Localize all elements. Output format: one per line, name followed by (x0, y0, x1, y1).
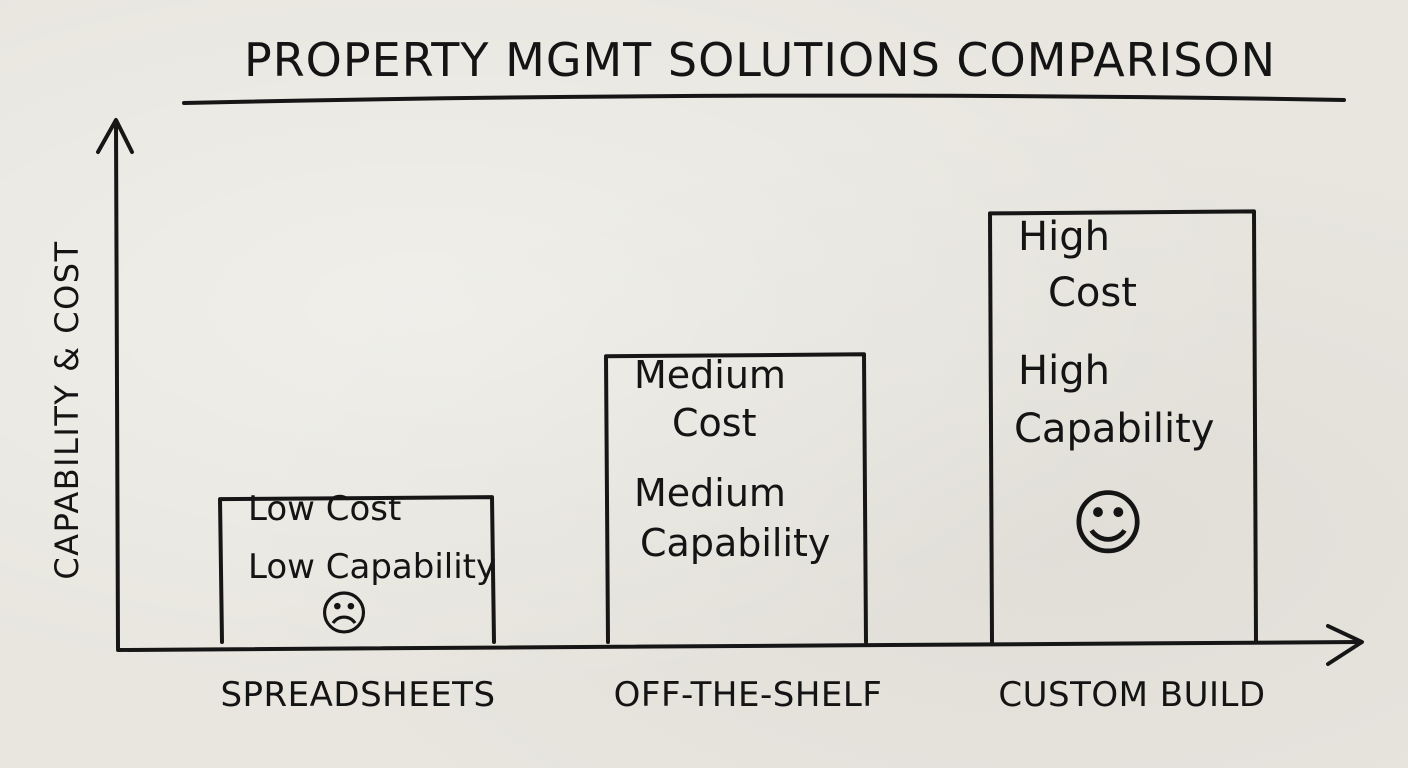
chart-title: PROPERTY MGMT SOLUTIONS COMPARISON (244, 33, 1276, 87)
category-label: OFF-THE-SHELF (614, 675, 883, 715)
smiley-face-icon: ☺ (1070, 481, 1145, 565)
category-label: CUSTOM BUILD (998, 675, 1265, 715)
y-axis-arrowhead (96, 118, 134, 154)
bar-annotation-text: Capability (640, 521, 830, 565)
x-axis (116, 640, 1362, 652)
bar-annotation-text: Low Capability (248, 547, 496, 587)
title-underline (182, 93, 1346, 105)
bar-annotation-text: Medium (634, 471, 786, 515)
bar-off-the-shelf (604, 352, 868, 644)
bar-annotation-text: High (1018, 348, 1110, 394)
bar-annotation-text: Low Cost (248, 489, 401, 529)
frown-face-icon: ☹ (319, 586, 369, 642)
bar-custom build (988, 209, 1258, 644)
bar-annotation-text: Capability (1014, 406, 1214, 452)
bar-annotation-text: High (1018, 214, 1110, 260)
y-axis-label: CAPABILITY & COST (48, 240, 86, 579)
y-axis (114, 122, 120, 650)
category-label: SPREADSHEETS (220, 675, 495, 715)
x-axis-arrowhead (1326, 624, 1364, 666)
bars-group (218, 209, 1258, 644)
bar-annotation-text: Medium (634, 353, 786, 397)
category-labels: SPREADSHEETS OFF-THE-SHELF CUSTOM BUILD (220, 675, 1265, 715)
bar-annotation-text: Cost (1048, 270, 1137, 316)
bar-spreadsheets (218, 495, 496, 644)
bar-annotation-text: Cost (672, 401, 756, 445)
